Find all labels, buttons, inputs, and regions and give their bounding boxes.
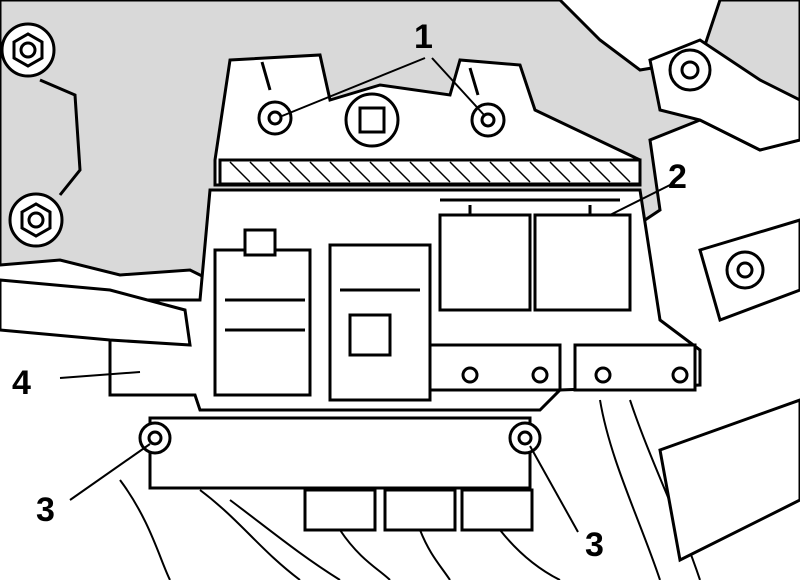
callout-3-right: 3: [585, 526, 604, 564]
leader-lines: [59, 57, 671, 533]
mounting-bracket: [213, 53, 642, 187]
mounting-bar: [138, 416, 542, 490]
right-module: [658, 218, 800, 563]
panel-rib: [39, 78, 82, 196]
callout-2: 2: [668, 158, 687, 196]
connectors: [303, 488, 534, 532]
callout-1: 1: [414, 18, 433, 56]
fuse-holders: [428, 343, 697, 392]
right-bracket: [648, 38, 800, 152]
gasket-strip: [218, 158, 642, 186]
bolt-mid-left: [8, 192, 64, 248]
left-arm: [0, 278, 192, 347]
wiring-harness: [119, 399, 701, 580]
bolt-top-left: [0, 22, 56, 78]
callout-3-left: 3: [36, 491, 55, 529]
callout-4: 4: [12, 364, 31, 402]
